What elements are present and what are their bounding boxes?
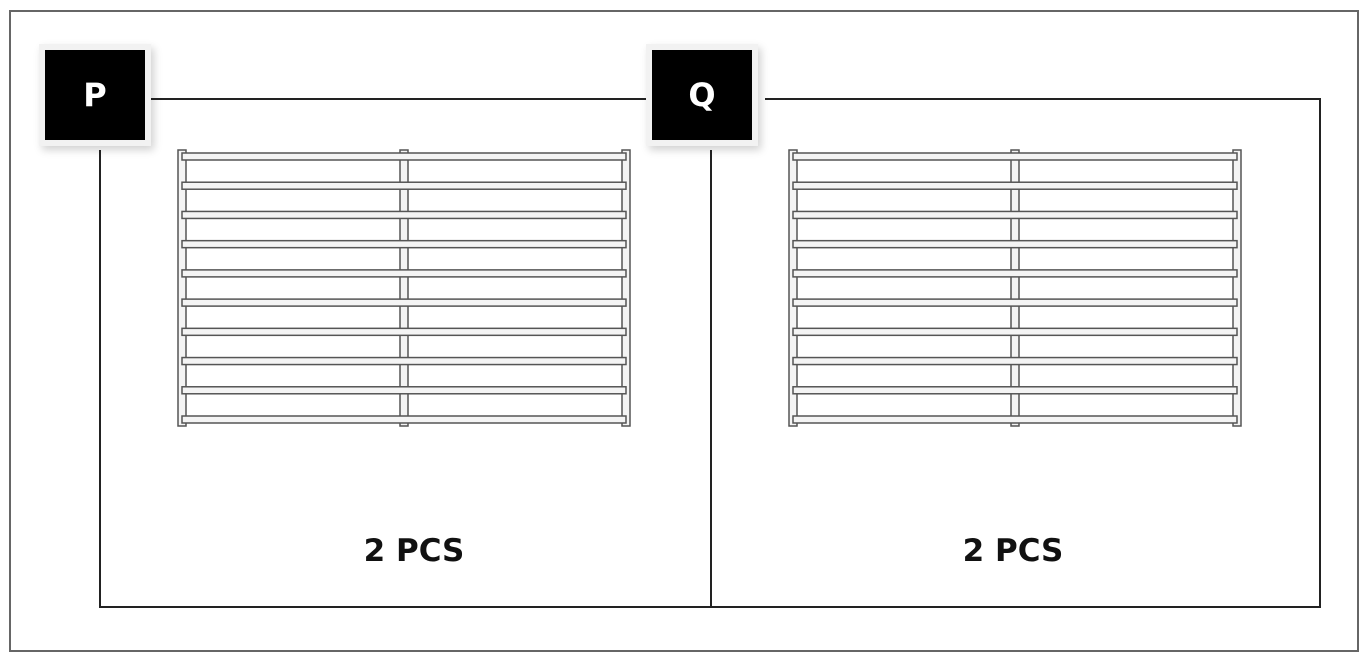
gate-rail bbox=[181, 415, 627, 424]
gate-rail bbox=[792, 239, 1238, 249]
gate-rail bbox=[792, 269, 1238, 278]
quantity-p: 2 PCS bbox=[363, 533, 465, 569]
gate-rail bbox=[792, 152, 1238, 161]
quantity-q: 2 PCS bbox=[962, 533, 1064, 569]
label-p: P bbox=[83, 76, 107, 114]
gate-post bbox=[788, 149, 798, 427]
section-outline bbox=[99, 98, 1321, 608]
gate-rail bbox=[792, 386, 1238, 395]
gate-rail bbox=[181, 210, 627, 220]
gate-post bbox=[1010, 149, 1020, 427]
label-box-p: P bbox=[45, 50, 145, 140]
gate-rail bbox=[181, 269, 627, 278]
outer-border bbox=[9, 10, 1359, 652]
gate-rail bbox=[792, 415, 1238, 424]
gate-rail bbox=[181, 239, 627, 249]
label-box-q: Q bbox=[652, 50, 752, 140]
gate-rail bbox=[792, 356, 1238, 366]
gate-post bbox=[621, 149, 631, 427]
gate-panel-p bbox=[177, 149, 631, 427]
gate-rail bbox=[792, 298, 1238, 307]
gate-rail bbox=[181, 356, 627, 366]
gate-post bbox=[1232, 149, 1242, 427]
gate-rail bbox=[181, 298, 627, 307]
gate-rail bbox=[181, 152, 627, 161]
gate-rail bbox=[792, 210, 1238, 220]
gate-panel-q bbox=[788, 149, 1242, 427]
gate-rail bbox=[792, 327, 1238, 337]
label-q: Q bbox=[688, 76, 716, 114]
gate-post bbox=[399, 149, 409, 427]
gate-post bbox=[177, 149, 187, 427]
gate-rail bbox=[181, 181, 627, 190]
gate-rail bbox=[181, 327, 627, 337]
gate-rail bbox=[792, 181, 1238, 190]
gate-rail bbox=[181, 386, 627, 395]
